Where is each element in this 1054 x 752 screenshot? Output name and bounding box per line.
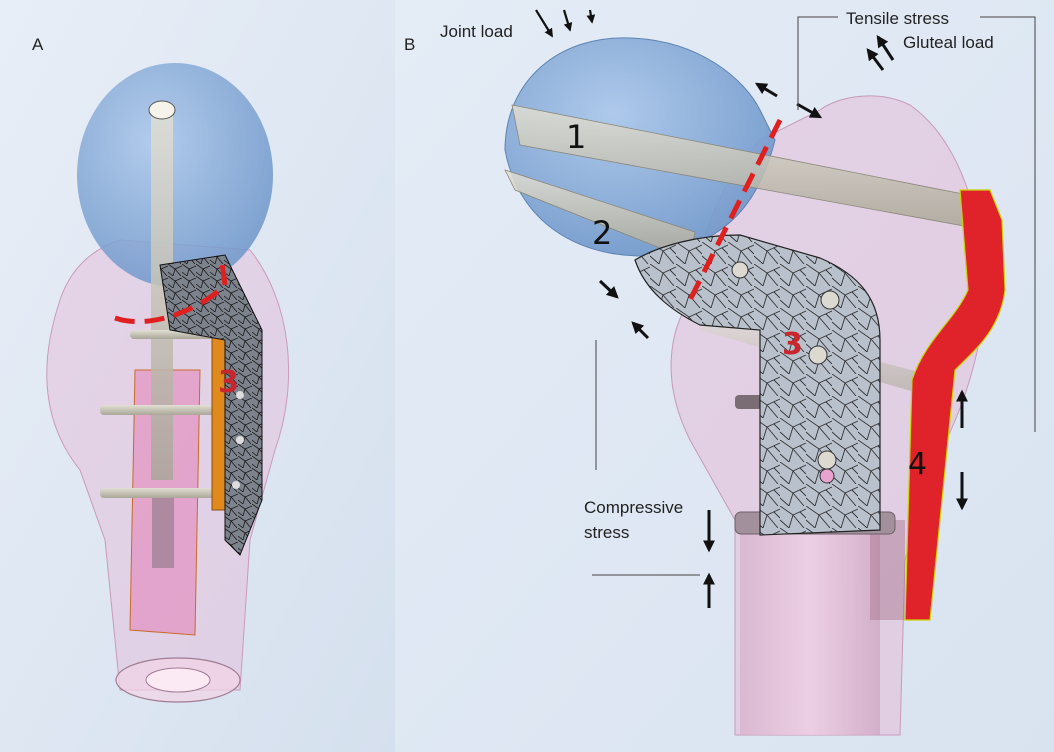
plate-hole-b1 [732,262,748,278]
panel-a-letter: A [32,35,44,54]
plate-number-a: 3 [218,365,239,400]
panel-b: B 1 2 3 4 [395,0,1054,752]
plate-number-b: 3 [782,327,803,362]
screw-number-2: 2 [592,214,612,252]
plate-hole-b3 [809,346,827,364]
compressive-stress-label-line2: stress [584,523,629,542]
shaft-lumen-a [146,668,210,692]
panel-b-letter: B [404,35,415,54]
plate-hole-b5 [820,469,834,483]
tensile-stress-label: Tensile stress [846,9,949,28]
femur-shaft-b [740,520,880,735]
lateral-plate-number: 4 [908,447,927,482]
compressive-stress-label-line1: Compressive [584,498,683,517]
rod-distal-a [152,488,174,568]
panel-a: A 3 [0,0,395,752]
plate-hole-b4 [818,451,836,469]
shaft-shadow-b [870,520,905,620]
plate-hole-a2 [236,436,244,444]
plate-hole-a3 [232,481,240,489]
rod-cap-a [149,101,175,119]
femoral-head-a [77,63,273,287]
transverse-screw-a1 [100,405,225,415]
transverse-screw-a2 [100,488,225,498]
screw-number-1: 1 [566,118,586,156]
plate-hole-b2 [821,291,839,309]
gluteal-load-label: Gluteal load [903,33,994,52]
joint-load-label: Joint load [440,22,513,41]
